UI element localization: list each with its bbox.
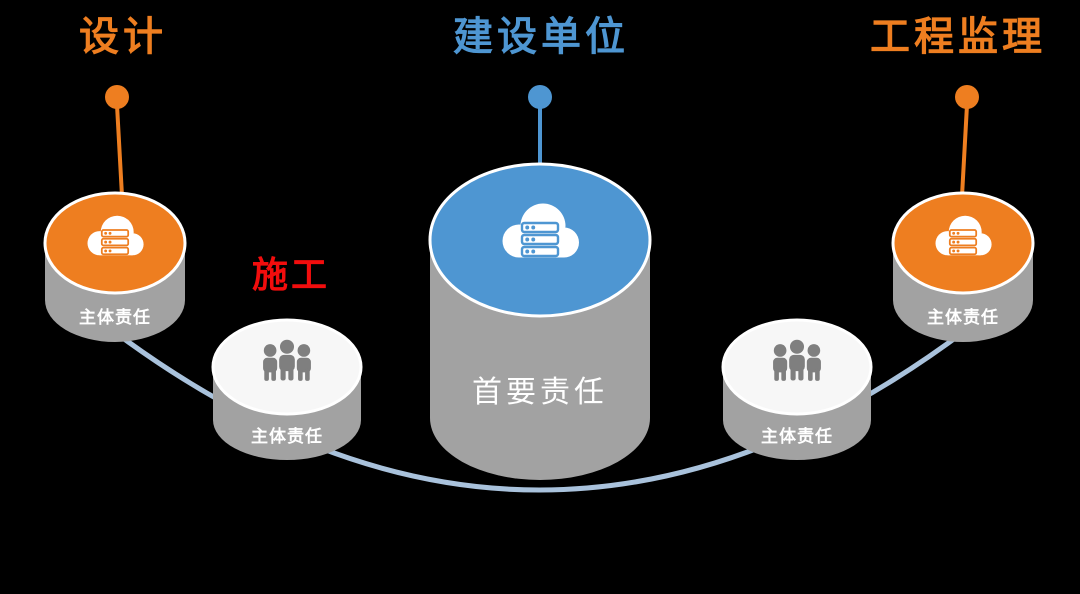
owner-pin	[528, 85, 552, 177]
title-owner: 建设单位	[453, 14, 629, 60]
supervision-pin-dot	[955, 85, 979, 109]
supervision-cylinder-label: 主体责任	[927, 307, 999, 328]
design-pin	[105, 85, 129, 198]
owner-cylinder: 首要责任	[428, 162, 652, 480]
design-cylinder: 主体责任	[43, 191, 187, 342]
title-supervision: 工程监理	[870, 14, 1046, 60]
supervision-team-cylinder: 主体责任	[721, 318, 873, 460]
supervision-pin-line	[960, 103, 969, 198]
title-design: 设计	[79, 14, 167, 60]
supervision-team-cylinder-label: 主体责任	[761, 426, 833, 447]
design-cylinder-label: 主体责任	[79, 307, 151, 328]
design-pin-dot	[105, 85, 129, 109]
supervision-cylinder: 主体责任	[891, 191, 1035, 342]
construction-cylinder-label: 主体责任	[251, 426, 323, 447]
supervision-pin	[955, 85, 979, 198]
owner-pin-dot	[528, 85, 552, 109]
owner-cylinder-label: 首要责任	[472, 375, 608, 410]
construction-cylinder: 主体责任	[211, 318, 363, 460]
title-construction: 施工	[252, 255, 330, 296]
design-pin-line	[115, 103, 124, 198]
